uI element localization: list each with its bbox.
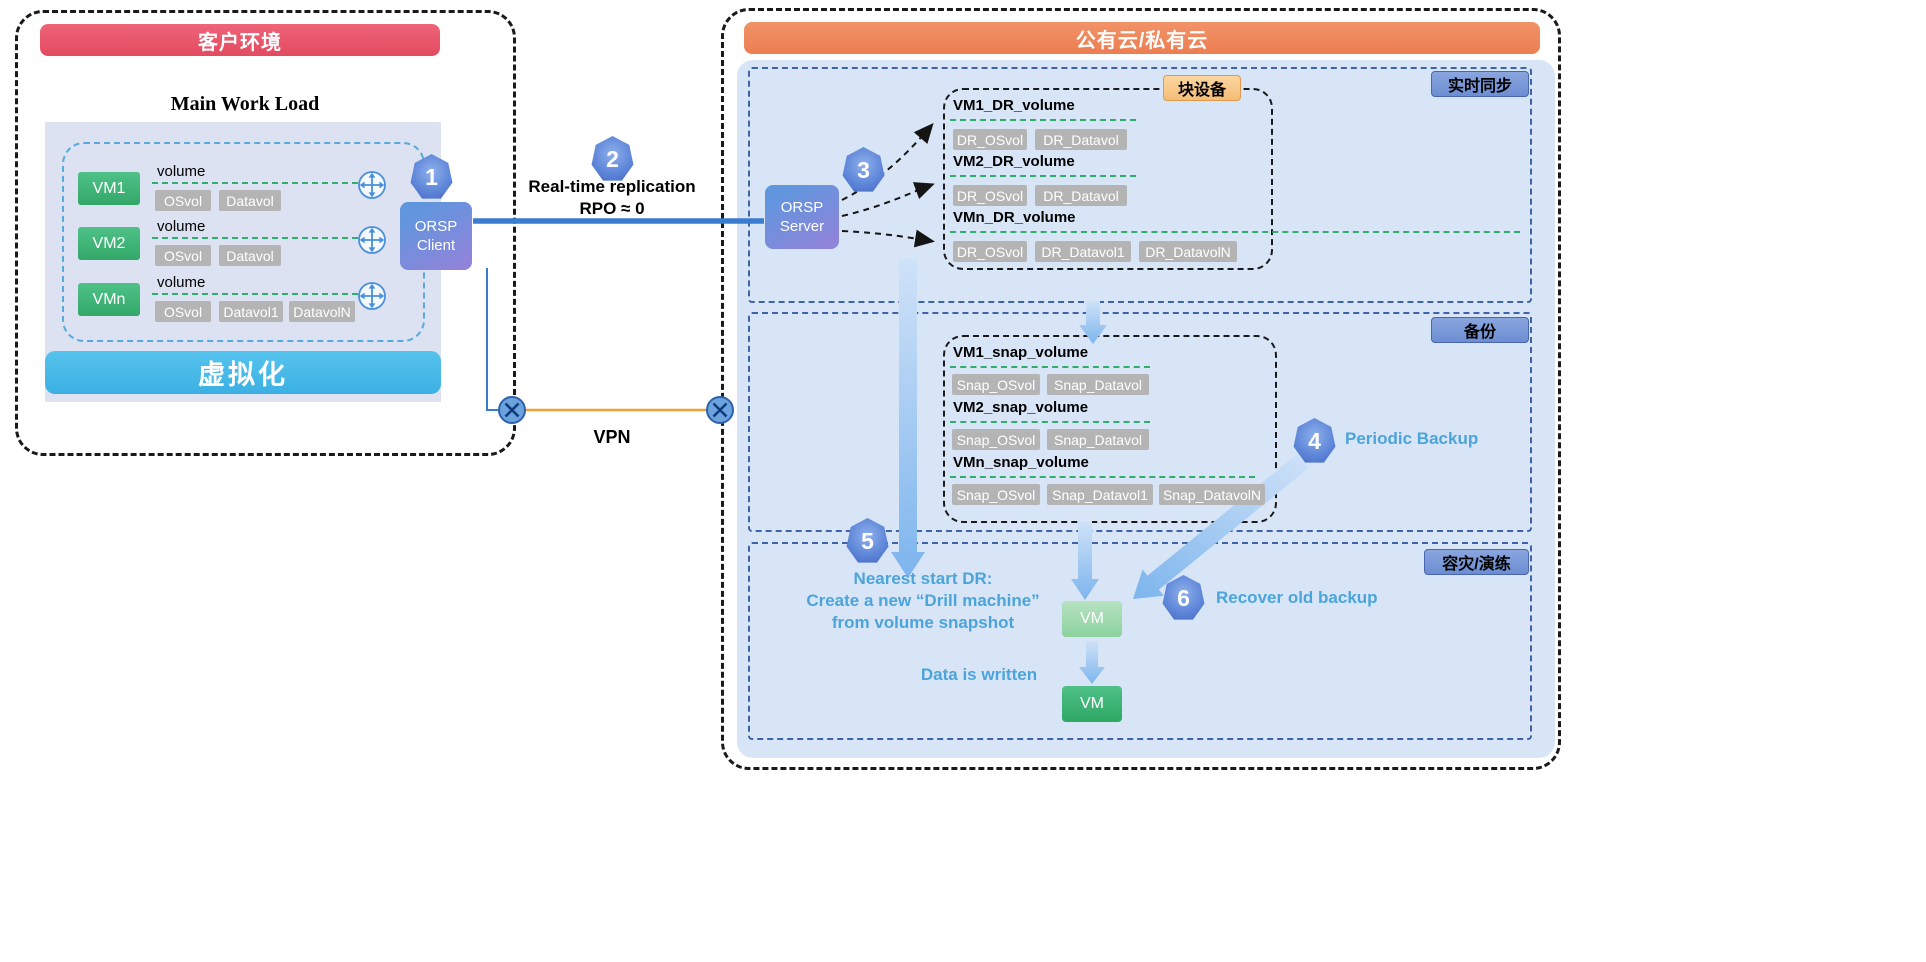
recover-old-backup-label: Recover old backup [1216,588,1378,607]
data-written-label: Data is written [920,665,1038,684]
vmn-snap-osvol: Snap_OSvol [952,484,1040,505]
orsp-server-line2: Server [779,218,825,235]
vmn-osvol: OSvol [155,301,211,322]
sync-icon [358,171,386,199]
dr-drill-label: 容灾/演练 [1424,549,1529,575]
sync-icon [358,282,386,310]
vm2-osvol: OSvol [155,245,211,266]
vm1-box: VM1 [78,172,140,205]
orsp-client-line1: ORSP [414,217,458,235]
realtime-sync-label: 实时同步 [1431,71,1529,97]
vmn-dr-osvol: DR_OSvol [953,241,1027,262]
orsp-client-box: ORSP Client [400,202,472,270]
vmn-volume-label: volume [157,274,206,291]
backup-label: 备份 [1431,317,1529,343]
vmn-dr-volume-line [950,231,1520,233]
start-dr-line1: Nearest start DR: [853,569,993,588]
vm1-volume-line [152,182,358,184]
orsp-server-line1: ORSP [780,198,824,216]
final-vm-box: VM [1062,686,1122,722]
sync-icon [358,226,386,254]
realtime-sync-section [748,67,1532,303]
vm1-osvol: OSvol [155,190,211,211]
vmn-datavoln: DatavolN [289,301,355,322]
periodic-backup-label: Periodic Backup [1345,429,1479,448]
vm2-dr-datavol: DR_Datavol [1035,185,1127,206]
vm1-snap-osvol: Snap_OSvol [952,374,1040,395]
start-dr-line3: from volume snapshot [831,613,1015,632]
vm2-box: VM2 [78,227,140,260]
orsp-server-box: ORSP Server [765,185,839,249]
orsp-client-line2: Client [416,237,456,254]
workload-title: Main Work Load [170,92,320,115]
vmn-volume-line [152,293,358,295]
vpn-label: VPN [593,426,631,447]
vmn-snap-volume-title: VMn_snap_volume [953,454,1089,471]
vm2-dr-volume-title: VM2_DR_volume [953,153,1075,170]
vm1-dr-osvol: DR_OSvol [953,129,1027,150]
vm2-datavol: Datavol [219,245,281,266]
vm2-volume-line [152,237,358,239]
vm1-dr-volume-line [950,119,1136,121]
vm1-snap-volume-line [950,366,1150,368]
snap-volume-group-frame [943,335,1277,523]
vm2-volume-label: volume [157,218,206,235]
vm1-datavol: Datavol [219,190,281,211]
vm1-dr-datavol: DR_Datavol [1035,129,1127,150]
block-device-badge: 块设备 [1163,75,1241,101]
replication-title: Real-time replication [528,177,696,196]
step-badge-1: 1 [410,154,453,199]
vm2-snap-volume-line [950,421,1150,423]
vm1-snap-volume-title: VM1_snap_volume [953,344,1089,361]
vmn-box: VMn [78,283,140,316]
vmn-dr-datavoln: DR_DatavolN [1139,241,1237,262]
cloud-frame [721,8,1561,770]
drill-vm-box: VM [1062,601,1122,637]
vm1-volume-label: volume [157,163,206,180]
vm2-dr-osvol: DR_OSvol [953,185,1027,206]
vm2-snap-osvol: Snap_OSvol [952,429,1040,450]
vm2-dr-volume-line [950,175,1136,177]
virtualization-banner: 虚拟化 [45,351,441,394]
vm1-dr-volume-title: VM1_DR_volume [953,97,1075,114]
vm2-snap-datavol: Snap_Datavol [1047,429,1149,450]
vmn-snap-datavoln: Snap_DatavolN [1159,484,1265,505]
customer-environment-header: 客户环境 [40,24,440,56]
step-badge-2: 2 [591,136,634,181]
vmn-snap-volume-line [950,476,1255,478]
cloud-header: 公有云/私有云 [744,22,1540,54]
replication-sub: RPO ≈ 0 [579,199,645,218]
customer-environment-frame [15,10,516,456]
start-dr-line2: Create a new “Drill machine” [806,591,1040,610]
dr-volume-group-frame [943,88,1273,270]
vm2-snap-volume-title: VM2_snap_volume [953,399,1089,416]
vm1-snap-datavol: Snap_Datavol [1047,374,1149,395]
vmn-snap-datavol1: Snap_Datavol1 [1047,484,1153,505]
vmn-dr-volume-title: VMn_DR_volume [953,209,1076,226]
step-badge-5: 5 [846,518,889,563]
vmn-datavol1: Datavol1 [219,301,283,322]
vmn-dr-datavol1: DR_Datavol1 [1035,241,1131,262]
